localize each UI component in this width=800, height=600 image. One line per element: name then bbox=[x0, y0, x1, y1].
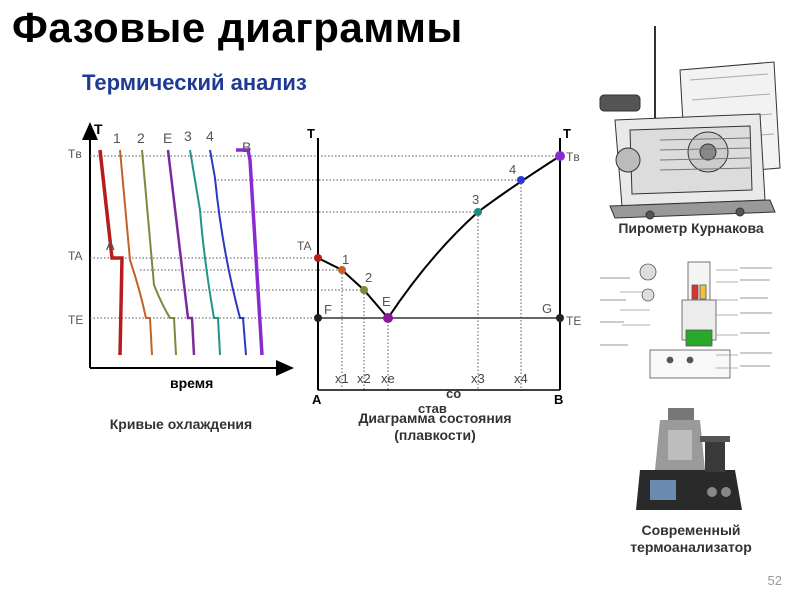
pyrometer-illustration bbox=[599, 26, 781, 220]
phase-axis-t-right: T bbox=[563, 126, 571, 141]
curve-label-b: B bbox=[242, 139, 251, 155]
phase-axis-t-left: T bbox=[307, 126, 315, 141]
phase-te-label: TE bbox=[566, 314, 581, 328]
phase-label-2: 2 bbox=[365, 270, 372, 285]
pyrometer-caption: Пирометр Курнакова bbox=[618, 220, 764, 236]
cooling-curve-1 bbox=[119, 149, 153, 356]
x-label-4: x4 bbox=[514, 371, 528, 386]
curve-label-4: 4 bbox=[206, 128, 214, 144]
phase-label-4: 4 bbox=[509, 162, 516, 177]
cooling-curve-e bbox=[166, 149, 196, 356]
cooling-ta-label: TA bbox=[68, 249, 82, 263]
cooling-te-label: TE bbox=[68, 313, 83, 327]
cooling-curve-b bbox=[236, 148, 264, 356]
phase-label-3: 3 bbox=[472, 192, 479, 207]
phase-point-ta bbox=[314, 254, 322, 262]
phase-point-4 bbox=[517, 176, 525, 184]
phase-point-1 bbox=[338, 266, 346, 274]
phase-point-tb bbox=[555, 151, 565, 161]
curve-label-e: E bbox=[163, 130, 172, 146]
phase-label-e: E bbox=[382, 294, 391, 309]
page-number: 52 bbox=[767, 573, 782, 588]
phase-ta-label: TA bbox=[297, 239, 311, 253]
x-label-e: xe bbox=[381, 371, 395, 386]
modern-analyzer-illustration bbox=[636, 408, 742, 510]
cooling-caption: Кривые охлаждения bbox=[109, 416, 253, 432]
cooling-curve-a bbox=[98, 149, 124, 356]
phase-label-f: F bbox=[324, 302, 332, 317]
page-title: Фазовые диаграммы bbox=[12, 4, 463, 51]
x-label-3: x3 bbox=[471, 371, 485, 386]
phase-diagram-panel: T T TA Tв TE 1 2 E 3 4 F G x1 bbox=[297, 126, 581, 416]
modern-analyzer-caption-line2: термоанализатор bbox=[630, 539, 752, 555]
cooling-curve-3 bbox=[189, 149, 221, 356]
phase-point-g bbox=[556, 314, 564, 322]
phase-caption-line2: (плавкости) bbox=[394, 427, 476, 443]
x-label-1: x1 bbox=[335, 371, 349, 386]
phase-label-a: A bbox=[312, 392, 322, 407]
dta-schematic-illustration bbox=[600, 261, 772, 379]
phase-point-2 bbox=[360, 286, 368, 294]
phase-label-g: G bbox=[542, 301, 552, 316]
composition-label-1: со bbox=[446, 386, 461, 401]
phase-label-1: 1 bbox=[342, 252, 349, 267]
phase-point-f bbox=[314, 314, 322, 322]
phase-caption: Диаграмма состояния (плавкости) bbox=[340, 410, 530, 444]
cooling-axis-time: время bbox=[170, 375, 213, 391]
phase-point-e bbox=[383, 313, 393, 323]
composition-label-2: став bbox=[418, 401, 447, 416]
x-label-2: x2 bbox=[357, 371, 371, 386]
curve-label-1: 1 bbox=[113, 130, 121, 146]
liquidus-left bbox=[317, 257, 389, 319]
cooling-curve-2 bbox=[141, 149, 177, 356]
cooling-point-a-label: A bbox=[106, 238, 115, 253]
modern-analyzer-caption-line1: Современный bbox=[641, 522, 741, 538]
cooling-curves-panel: T время Tв TA TE 1 2 E 3 4 B A bbox=[68, 121, 560, 391]
cooling-curve-4 bbox=[209, 149, 247, 356]
phase-tb-label: Tв bbox=[566, 150, 580, 164]
curve-label-3: 3 bbox=[184, 128, 192, 144]
phase-caption-line1: Диаграмма состояния bbox=[358, 410, 512, 426]
cooling-tb-label: Tв bbox=[68, 147, 82, 161]
page-subtitle: Термический анализ bbox=[82, 70, 307, 95]
phase-label-b: B bbox=[554, 392, 563, 407]
phase-point-3 bbox=[474, 208, 482, 216]
modern-analyzer-caption: Современный термоанализатор bbox=[606, 522, 776, 556]
curve-label-2: 2 bbox=[137, 130, 145, 146]
cooling-axis-t: T bbox=[94, 121, 103, 137]
